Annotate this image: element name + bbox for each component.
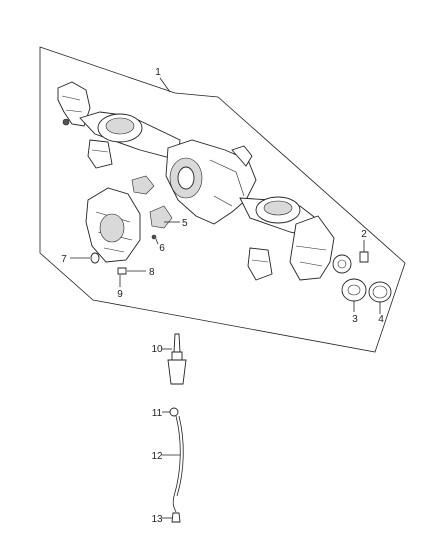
callout-12: 12 (151, 451, 163, 462)
bolt-2 (359, 251, 369, 263)
callout-13: 13 (151, 514, 163, 525)
callout-8: 8 (149, 267, 155, 278)
callout-4: 4 (378, 314, 384, 325)
callout-5: 5 (182, 218, 188, 229)
assembly-outline (39, 46, 406, 353)
differential-cover (85, 187, 141, 263)
bearing-cap-upper (131, 175, 155, 195)
fill-plug (90, 252, 100, 264)
callout-10: 10 (151, 344, 163, 355)
axle-seal (368, 281, 392, 303)
axle-assembly (57, 81, 352, 281)
bearing-cap-lower (149, 205, 173, 229)
callout-7: 7 (61, 254, 67, 265)
callout-2: 2 (361, 229, 367, 240)
callout-6: 6 (159, 243, 165, 254)
sealant-tube (167, 333, 187, 385)
wheel-bearing (341, 278, 367, 302)
callout-labels: 1 2 3 4 5 6 7 8 9 10 11 12 13 (61, 67, 384, 525)
callout-11: 11 (152, 408, 163, 419)
callout-1: 1 (155, 67, 161, 78)
callout-3: 3 (352, 314, 358, 325)
bolt-6 (151, 234, 157, 240)
vent-hose-assembly (169, 407, 184, 523)
leader-lines (70, 77, 381, 519)
cover-bolt (117, 267, 127, 275)
callout-9: 9 (117, 289, 123, 300)
